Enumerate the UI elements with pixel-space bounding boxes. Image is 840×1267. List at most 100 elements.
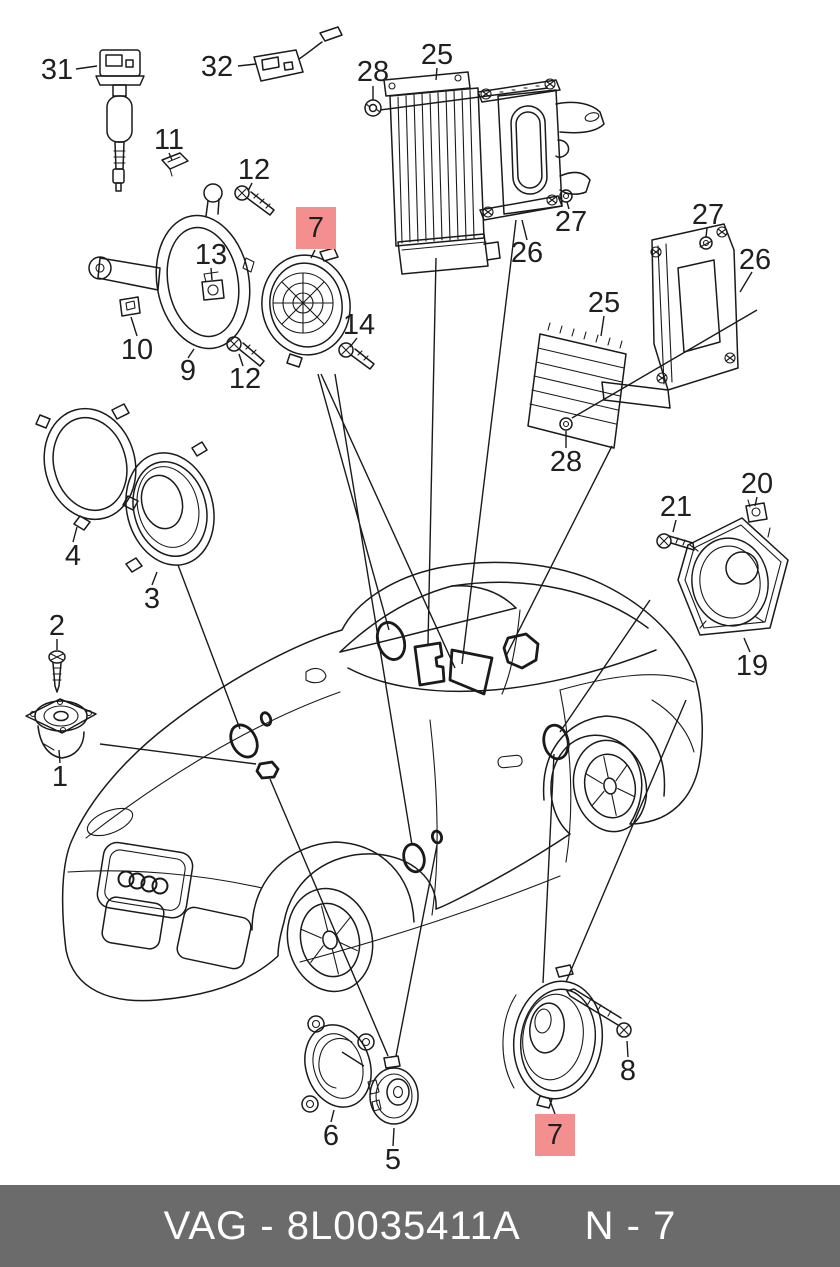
callout-tick [310,249,316,259]
clip-part-20 [745,499,768,523]
screw-part-12-lower [226,336,265,367]
nut-28-top [364,99,382,117]
callout-5: 5 [385,1127,401,1176]
callout-label: 27 [555,206,587,238]
callout-label: 10 [121,334,153,366]
callout-26: 26 [739,244,771,293]
callout-8: 8 [620,1040,636,1087]
footer-part-number: VAG - 8L0035411A [163,1203,521,1248]
callout-label: 25 [588,287,620,319]
callout-label: 19 [736,650,768,682]
speaker-part-7-right [502,964,604,1109]
car-outline [61,561,703,1002]
callout-tick [521,219,528,241]
exploded-parts-diagram: 3132282526272726252811121310912714432121… [25,26,789,1176]
callout-label: 3 [144,583,160,615]
callout-1: 1 [52,749,68,793]
callout-11: 11 [154,124,184,161]
callout-25: 25 [588,287,620,337]
callout-tick [237,63,257,67]
callout-21: 21 [660,491,692,533]
callout-27: 27 [555,201,587,238]
front-wheel [286,887,374,993]
callout-label: 11 [154,124,184,156]
callout-label: 28 [357,56,389,88]
callout-13: 13 [195,239,227,281]
screw-part-14 [338,342,375,370]
callout-label: 9 [180,355,196,387]
callout-tick [330,1109,335,1123]
callout-26: 26 [511,219,543,269]
callout-label: 4 [65,540,81,572]
callout-tick [566,201,570,210]
microphone-part [95,49,145,192]
callout-tick [75,65,98,70]
nut-27-right [699,236,713,250]
callout-9: 9 [180,348,196,387]
amplifier-part-right [527,322,627,449]
footer-bar: VAG - 8L0035411A N - 7 [0,1185,840,1267]
callout-27: 27 [692,199,724,238]
callout-label: 25 [421,39,453,71]
callout-tick [247,182,253,192]
callout-28: 28 [550,431,582,478]
callout-label: 26 [739,244,771,276]
callout-28: 28 [357,56,389,100]
callout-label: 20 [741,468,773,500]
screw-part-8 [566,988,632,1038]
callout-label: 31 [41,54,73,86]
speaker-position-cutouts [229,621,570,874]
callout-2: 2 [49,610,65,650]
callout-tick [705,227,708,238]
screw-part-21 [656,533,695,551]
callout-19: 19 [736,637,768,682]
frame-part-4 [35,403,139,531]
bracket-part-9 [88,183,255,350]
speaker-part-3 [125,441,215,573]
callout-tick [130,316,138,337]
clip-part-11 [161,152,189,177]
callout-label: 8 [620,1055,636,1087]
callout-label: 32 [201,51,233,83]
callout-tick [210,267,213,281]
footer-page-ref: N - 7 [584,1203,677,1248]
clip-part-10 [119,296,141,317]
bracket-part-right [601,223,739,409]
screw-part-12-upper [234,185,275,216]
callout-label: 14 [343,309,375,341]
tweeter-part-5 [367,1055,419,1125]
callout-label: 1 [52,761,68,793]
callout-tick [187,348,195,359]
callout-label: 7 [547,1119,563,1151]
callout-tick [739,271,753,293]
callout-12: 12 [238,154,270,192]
amplifier-part-top [383,71,501,275]
callout-tick [392,1127,395,1147]
callout-tick [58,749,61,764]
callout-3: 3 [144,571,160,615]
callout-label: 13 [195,239,227,271]
speaker-part-7-left [261,247,351,368]
highlight-badge [535,1114,575,1156]
callout-14: 14 [343,309,375,348]
callout-label: 2 [49,610,65,642]
callout-tick [626,1040,629,1058]
callout-tick [168,152,173,161]
callout-label: 28 [550,446,582,478]
callout-tick [548,1097,556,1115]
highlight-badge [296,207,336,249]
callout-tick [672,519,677,533]
audi-rings-logo [117,870,169,895]
sensor-part [253,26,343,82]
callout-label: 21 [660,491,692,523]
callout-label: 5 [385,1144,401,1176]
callout-10: 10 [121,316,153,366]
callout-label: 26 [511,237,543,269]
callout-tick [754,496,758,507]
speaker-part-19 [677,517,789,636]
callout-20: 20 [741,468,773,507]
callout-7-highlighted: 7 [535,1097,575,1156]
callout-label: 12 [238,154,270,186]
